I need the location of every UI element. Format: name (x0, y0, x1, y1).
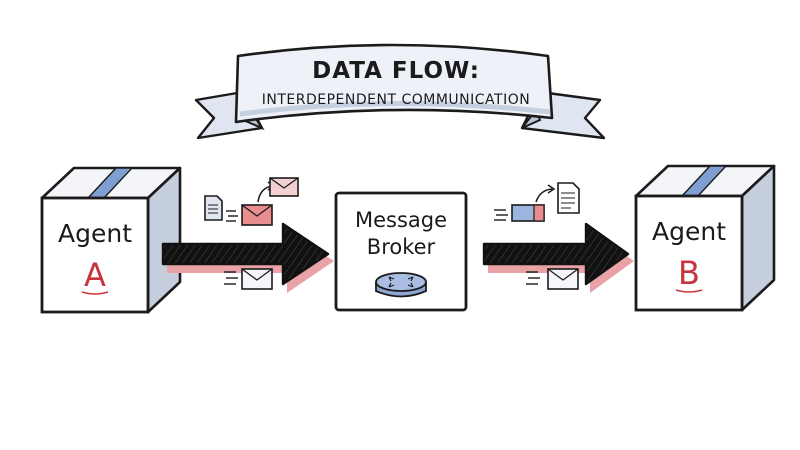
broker-label-line1: Message (355, 208, 447, 232)
arrow-broker-to-agent-b (482, 222, 634, 293)
speed-lines (494, 209, 508, 221)
agent-a-letter: A (84, 256, 106, 294)
document-icon (557, 182, 580, 214)
agent-a-box: Agent A (40, 166, 182, 314)
arrow-agent-a-to-broker (161, 222, 334, 293)
agent-b-letter: B (678, 254, 700, 292)
router-icon (375, 272, 427, 298)
document-icon (204, 195, 223, 221)
banner-band (234, 43, 554, 124)
envelope-icon (511, 204, 545, 222)
envelope-icon (547, 268, 579, 290)
message-broker-box: Message Broker (334, 191, 468, 312)
envelope-icon (241, 204, 273, 226)
envelope-icon (241, 268, 273, 290)
broker-label-line2: Broker (367, 235, 436, 259)
agent-a-label: Agent (58, 219, 132, 248)
speed-lines (226, 210, 238, 222)
agent-b-box: Agent B (634, 164, 776, 312)
banner-subtitle: INTERDEPENDENT COMMUNICATION (262, 92, 530, 108)
envelope-icon (269, 177, 299, 197)
banner-title: DATA FLOW: (312, 58, 480, 84)
speed-lines (224, 271, 238, 285)
agent-b-label: Agent (652, 217, 726, 246)
curved-arrow-icon (535, 188, 553, 203)
title-banner: DATA FLOW: INTERDEPENDENT COMMUNICATION (194, 43, 606, 140)
speed-lines (526, 271, 540, 285)
